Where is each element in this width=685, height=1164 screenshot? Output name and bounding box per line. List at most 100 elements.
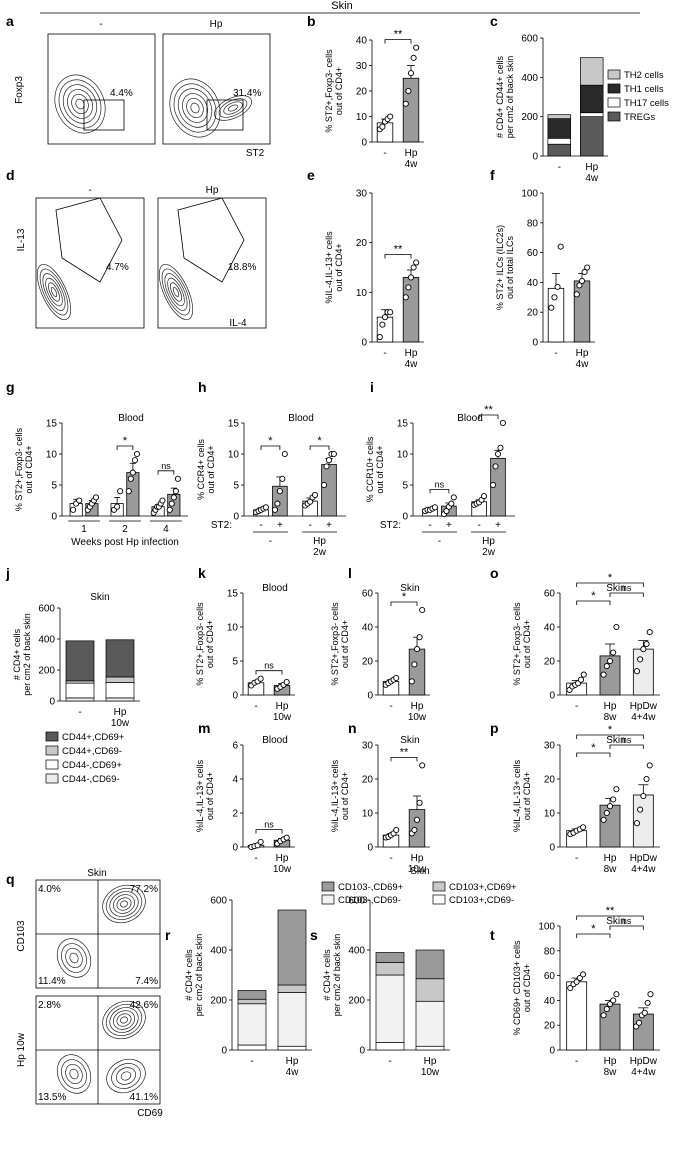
chart-title: Skin (400, 735, 419, 746)
y-tick-label: 20 (544, 1021, 556, 1032)
y-tick-label: 200 (210, 996, 227, 1007)
gate-percentage: 4.4% (110, 88, 133, 99)
data-point (576, 282, 583, 289)
chart-title: Blood (457, 413, 483, 424)
y-axis-label: out of CD4+ (334, 243, 344, 291)
y-tick-label: 10 (544, 809, 556, 820)
category-label: - (554, 348, 557, 359)
category-label: Hp (286, 1056, 299, 1067)
y-tick-label: 400 (521, 73, 538, 84)
category-label: - (389, 701, 392, 712)
stacked-segment (237, 1044, 267, 1051)
chart-title: Skin (606, 583, 625, 594)
axis-label: CD69 (137, 1108, 163, 1119)
y-axis-label: % ST2+,Foxp3- cells (195, 602, 205, 686)
data-point (613, 991, 620, 998)
y-tick-label: 10 (356, 288, 368, 299)
significance-label: ns (622, 583, 632, 593)
legend-c-item: TH17 cells (624, 98, 669, 109)
significance-label: ns (264, 820, 274, 830)
y-tick-label: 600 (210, 896, 227, 907)
y-tick-label: 0 (221, 1046, 227, 1057)
y-axis-label: out of total ILCs (505, 235, 515, 299)
significance-bracket (576, 752, 611, 757)
st2-sign: + (326, 520, 332, 531)
y-axis-label: out of CD4+ (522, 772, 532, 820)
y-tick-label: 80 (544, 946, 556, 957)
stacked-segment (375, 974, 405, 1043)
data-point (271, 506, 279, 513)
significance-label: * (608, 572, 613, 584)
stacked-segment (375, 1042, 405, 1051)
quadrant-percentage: 41.1% (130, 1092, 158, 1103)
stacked-segment (277, 1045, 307, 1051)
contour (56, 938, 92, 978)
bar (402, 77, 420, 143)
y-tick-label: 30 (362, 741, 374, 752)
data-point (413, 44, 420, 51)
y-tick-label: 10 (362, 809, 374, 820)
y-tick-label: 0 (232, 843, 238, 854)
y-tick-label: 10 (397, 450, 409, 461)
y-tick-label: 0 (361, 338, 367, 349)
condition-label: Hp (210, 19, 223, 30)
y-tick-label: 0 (549, 1046, 555, 1057)
quadrant-percentage: 7.4% (135, 976, 158, 987)
data-point (325, 457, 333, 464)
panel-title: Skin (87, 868, 106, 879)
data-point (419, 606, 426, 614)
contour (111, 1063, 141, 1089)
legend-swatch (607, 69, 621, 80)
significance-bracket (576, 915, 644, 920)
legend-swatch (321, 894, 335, 905)
contour (61, 1059, 87, 1089)
data-point (633, 820, 640, 827)
contour (105, 1004, 143, 1036)
data-point (613, 623, 620, 631)
data-point (407, 70, 415, 77)
condition-label: Hp (206, 185, 219, 196)
y-tick-label: 60 (527, 248, 539, 259)
legend-j-item: CD44-,CD69- (62, 774, 120, 785)
y-axis-label: out of CD4+ (206, 445, 216, 493)
contour (102, 884, 146, 924)
bar (632, 1013, 654, 1051)
y-tick-label: 0 (367, 691, 373, 702)
panel-letter: o (490, 565, 499, 581)
category-label: - (575, 853, 578, 864)
stacked-segment (415, 949, 445, 980)
legend-swatch (432, 881, 446, 892)
data-point (413, 816, 421, 823)
y-tick-label: 40 (356, 36, 368, 47)
data-point (92, 494, 100, 501)
significance-bracket (260, 445, 281, 450)
contour (116, 897, 132, 911)
x-axis-label: Weeks post Hp infection (71, 537, 179, 548)
contour (172, 287, 180, 297)
significance-bracket (255, 829, 283, 834)
panel-letter: t (490, 927, 495, 943)
contour (56, 1054, 92, 1094)
category-label: Hp (576, 348, 589, 359)
data-point (606, 657, 614, 665)
y-axis-label: # CD4+ cells (322, 949, 332, 1001)
data-point (554, 283, 561, 290)
axis-label: ST2 (246, 148, 265, 159)
y-axis-label: % ST2+,Foxp3- cells (330, 602, 340, 686)
contour (223, 101, 243, 115)
y-axis-label: per cm2 of back skin (22, 613, 32, 696)
st2-sign: - (259, 520, 262, 531)
gate-percentage: 31.4% (233, 88, 261, 99)
bar (566, 981, 588, 1051)
data-point (606, 803, 614, 810)
data-point (330, 450, 337, 458)
y-tick-label: 600 (38, 604, 55, 615)
data-point (416, 634, 423, 641)
contour (112, 894, 136, 914)
y-tick-label: 80 (527, 218, 539, 229)
category-label: - (389, 853, 392, 864)
y-tick-label: 40 (362, 623, 374, 634)
condition-label: - (99, 19, 102, 30)
